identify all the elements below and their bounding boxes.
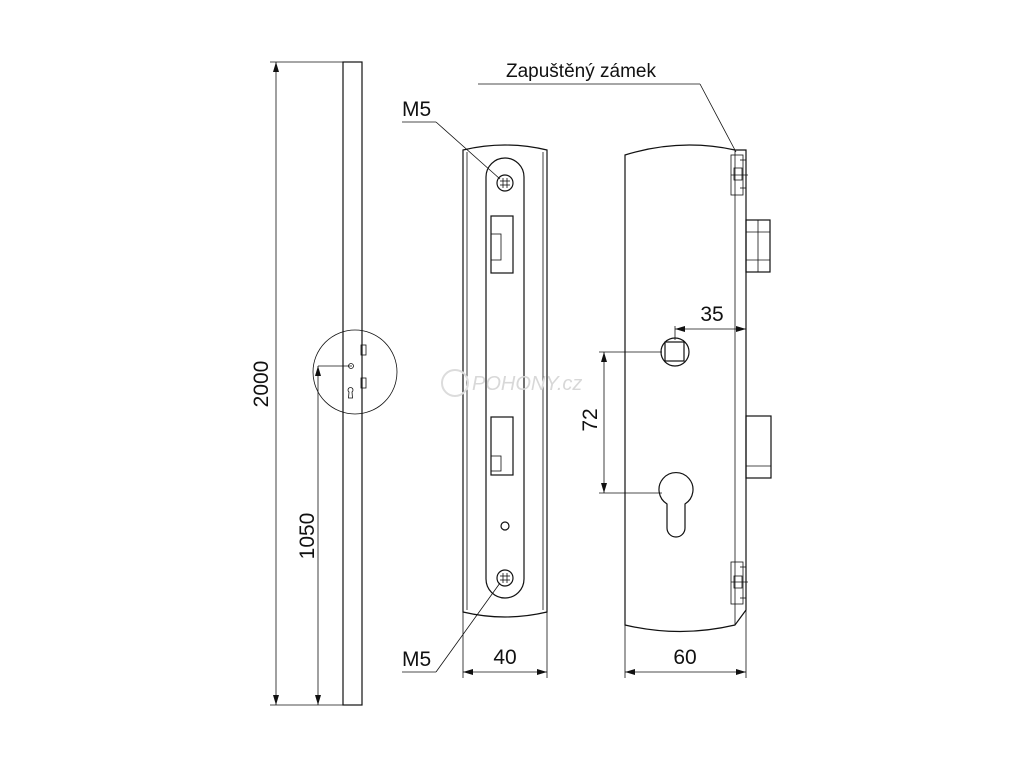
dim-label-1050: 1050 xyxy=(296,513,319,560)
latch-opening xyxy=(490,215,514,274)
faceplate xyxy=(485,157,525,599)
detail-circle xyxy=(312,329,398,415)
faceplate-hole xyxy=(500,521,510,531)
cylinder-keyhole xyxy=(658,471,694,538)
door-leaf-profile xyxy=(342,61,363,706)
screw-top-label: M5 xyxy=(402,98,431,121)
lock-detail-latch xyxy=(360,344,367,356)
callout-lock-label: Zapuštěný zámek xyxy=(506,61,656,82)
lock-case-outline xyxy=(624,144,747,633)
dim-label-2000: 2000 xyxy=(250,361,273,408)
watermark-text: POHONY.cz xyxy=(472,373,582,395)
bottom-fastening-detail xyxy=(730,561,748,605)
latch-bolt xyxy=(490,233,502,261)
lock-detail-bolt xyxy=(360,377,367,389)
spindle-square xyxy=(664,341,685,362)
door-profile-view: 2000 1050 xyxy=(250,61,398,706)
lock-detail-keyhole xyxy=(347,387,354,399)
dim-label-40: 40 xyxy=(493,646,516,669)
dim-label-60: 60 xyxy=(673,646,696,669)
deadbolt xyxy=(490,455,502,472)
screw-top-icon xyxy=(496,174,514,192)
deadbolt-opening xyxy=(490,416,514,476)
watermark-logo-icon xyxy=(441,369,469,397)
screw-bottom-label: M5 xyxy=(402,648,431,671)
lock-case-view: 35 72 60 Zapuštěný zámek xyxy=(478,61,772,678)
deadbolt-side xyxy=(745,415,772,479)
dim-label-72: 72 xyxy=(579,408,602,431)
faceplate-view: M5 M5 40 xyxy=(402,98,548,678)
top-fastening-detail xyxy=(730,154,748,196)
screw-bottom-icon xyxy=(496,569,514,587)
watermark: POHONY.cz xyxy=(441,369,582,397)
dim-label-35: 35 xyxy=(700,303,723,326)
